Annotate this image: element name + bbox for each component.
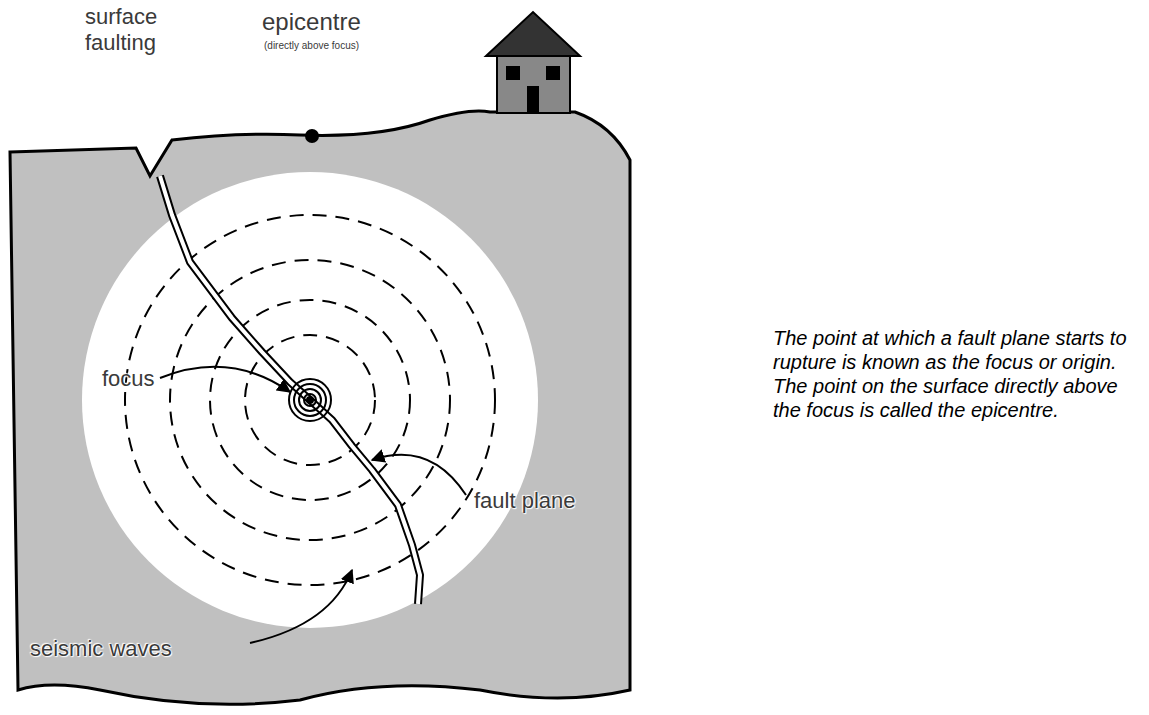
ground-block <box>10 111 630 704</box>
focus-point <box>306 396 314 404</box>
epicentre-note: (directly above focus) <box>264 40 359 51</box>
epicentre-dot <box>305 129 319 143</box>
fault-line-inner <box>160 176 420 604</box>
seismic-waves-label: seismic waves <box>30 636 172 662</box>
house <box>486 12 580 113</box>
epicentre-label: epicentre <box>262 8 361 36</box>
fault-plane-label: fault plane <box>474 488 576 514</box>
surface-faulting-label: surface faulting <box>85 4 185 56</box>
leader-arrows <box>160 367 466 643</box>
focus-label: focus <box>102 366 155 392</box>
wave-zone <box>82 172 538 628</box>
fault-line <box>160 176 420 604</box>
caption-text: The point at which a fault plane starts … <box>773 326 1143 422</box>
focus-rings <box>289 379 331 421</box>
seismic-wave-rings <box>125 215 495 585</box>
